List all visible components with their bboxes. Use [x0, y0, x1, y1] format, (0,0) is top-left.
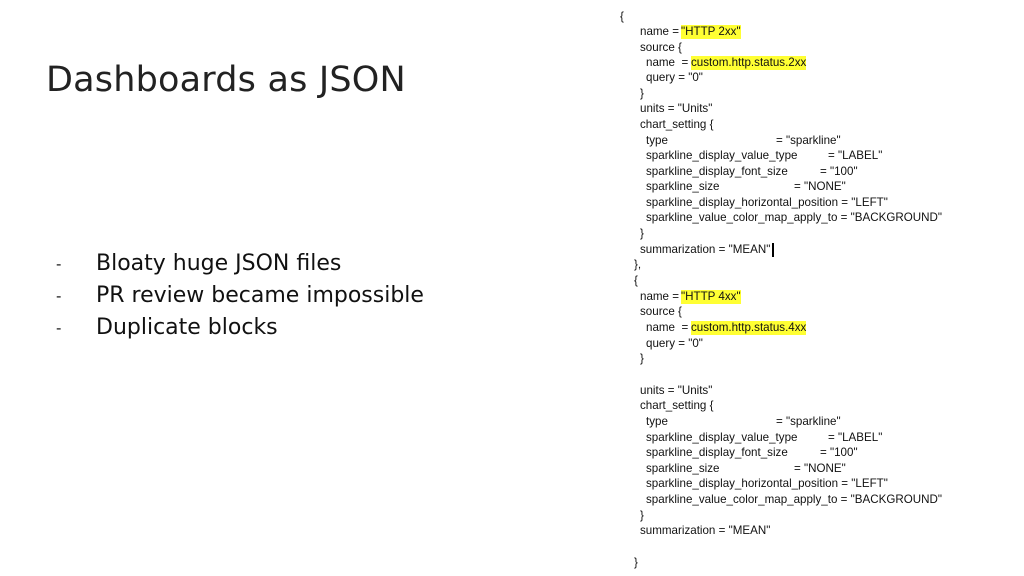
code-text: chart_setting { — [640, 118, 714, 131]
code-text: sparkline_value_color_map_apply_to = "BA… — [646, 493, 942, 506]
code-text: sparkline_display_value_type — [646, 431, 798, 444]
code-text: units = "Units" — [640, 102, 713, 115]
bullet-marker: - — [56, 319, 62, 337]
bullet-list: - Bloaty huge JSON files - PR review becam… — [56, 248, 424, 344]
code-text: sparkline_display_horizontal_position = … — [646, 477, 888, 490]
highlighted-value: custom.http.status.2xx — [691, 56, 807, 70]
code-text: summarization = "MEAN" — [640, 243, 771, 256]
bullet-marker: - — [56, 255, 62, 273]
code-text: chart_setting { — [640, 399, 714, 412]
text-cursor-bar — [772, 243, 774, 257]
code-text: type — [646, 415, 668, 428]
code-text: summarization = "MEAN" — [640, 524, 771, 537]
code-text: query = "0" — [646, 337, 703, 350]
code-text: } — [640, 509, 644, 522]
code-text: = "100" — [820, 165, 858, 178]
code-text: sparkline_display_font_size — [646, 446, 788, 459]
bullet-marker: - — [56, 287, 62, 305]
code-text: source { — [640, 305, 682, 318]
code-text: { — [634, 274, 638, 287]
code-text: } — [640, 227, 644, 240]
code-text: source { — [640, 41, 682, 54]
code-text: = "100" — [820, 446, 858, 459]
bullet-item: - Duplicate blocks — [56, 312, 424, 344]
code-text: sparkline_size — [646, 462, 720, 475]
bullet-item: - PR review became impossible — [56, 280, 424, 312]
highlighted-value: "HTTP 4xx" — [681, 290, 741, 304]
code-text: name = — [640, 290, 683, 303]
code-text: = "NONE" — [794, 462, 846, 475]
highlighted-value: "HTTP 2xx" — [681, 25, 741, 39]
code-text: query = "0" — [646, 71, 703, 84]
code-text: = "LABEL" — [828, 431, 883, 444]
code-text: sparkline_display_horizontal_position = … — [646, 196, 888, 209]
code-text: } — [634, 556, 638, 569]
code-text: sparkline_display_font_size — [646, 165, 788, 178]
code-text: sparkline_size — [646, 180, 720, 193]
bullet-text: Bloaty huge JSON files — [96, 251, 342, 276]
code-text: sparkline_display_value_type — [646, 149, 798, 162]
bullet-item: - Bloaty huge JSON files — [56, 248, 424, 280]
code-text: } — [640, 352, 644, 365]
code-text: type — [646, 134, 668, 147]
code-text: = "LABEL" — [828, 149, 883, 162]
text-cursor — [771, 243, 774, 259]
code-text: units = "Units" — [640, 384, 713, 397]
code-text: = "NONE" — [794, 180, 846, 193]
slide-title: Dashboards as JSON — [46, 60, 406, 100]
bullet-text: PR review became impossible — [96, 283, 424, 308]
code-text: }, — [634, 258, 642, 271]
code-text: } — [640, 87, 644, 100]
highlighted-value: custom.http.status.4xx — [691, 321, 807, 335]
code-text: = "sparkline" — [776, 134, 841, 147]
code-text: name = — [646, 56, 692, 69]
code-text: = "sparkline" — [776, 415, 841, 428]
code-text: { — [620, 10, 624, 23]
bullet-text: Duplicate blocks — [96, 315, 278, 340]
code-text: name = — [646, 321, 692, 334]
code-text: name = — [640, 25, 683, 38]
code-text: sparkline_value_color_map_apply_to = "BA… — [646, 211, 942, 224]
